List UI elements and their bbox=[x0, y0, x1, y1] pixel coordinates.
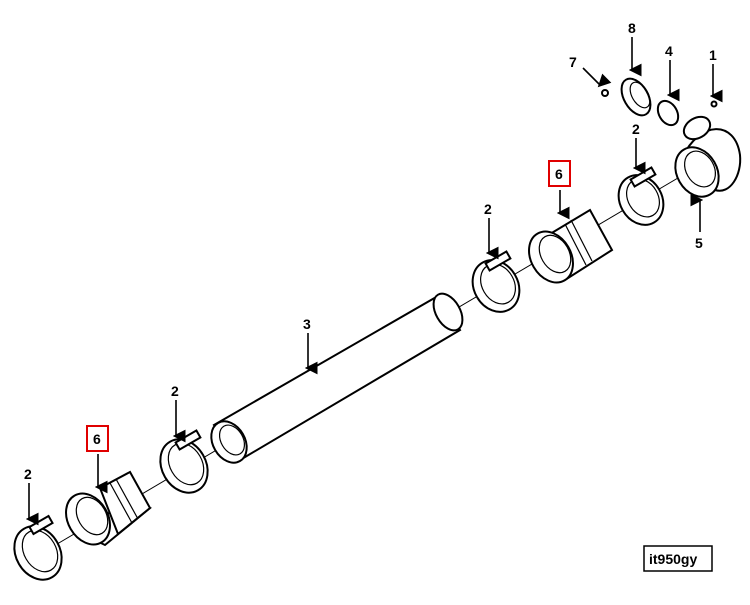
callout-5: 5 bbox=[695, 235, 703, 251]
callout-6-lower-highlight bbox=[86, 425, 109, 452]
callout-4: 4 bbox=[665, 43, 673, 59]
figure-id: it950gy bbox=[649, 551, 697, 567]
callout-8: 8 bbox=[628, 20, 636, 36]
clamp-lower-middle bbox=[159, 429, 209, 494]
o-ring bbox=[656, 99, 680, 127]
callout-6-upper: 6 bbox=[555, 166, 563, 182]
clamp-middle bbox=[471, 250, 521, 313]
callout-3: 3 bbox=[303, 316, 311, 332]
callout-2-bottom-left: 2 bbox=[24, 466, 32, 482]
bolt-nut bbox=[601, 89, 609, 97]
clamp-upper bbox=[617, 166, 665, 226]
coupler-sleeve-bottom bbox=[65, 470, 152, 547]
tube-long bbox=[210, 292, 464, 464]
callout-2-upper: 2 bbox=[632, 121, 640, 137]
clamp-bottom-left bbox=[13, 514, 63, 581]
callout-6-upper-highlight bbox=[548, 160, 571, 187]
coupler-sleeve-upper bbox=[528, 208, 614, 284]
elbow-fitting bbox=[674, 115, 742, 198]
callout-2-middle: 2 bbox=[484, 201, 492, 217]
callout-7: 7 bbox=[569, 54, 577, 70]
callout-2-lower-middle: 2 bbox=[171, 383, 179, 399]
plug-fitting bbox=[710, 100, 718, 108]
v-band-clamp bbox=[620, 77, 652, 117]
figure-id-box bbox=[643, 545, 713, 572]
callout-1: 1 bbox=[709, 47, 717, 63]
callout-6-lower: 6 bbox=[93, 431, 101, 447]
